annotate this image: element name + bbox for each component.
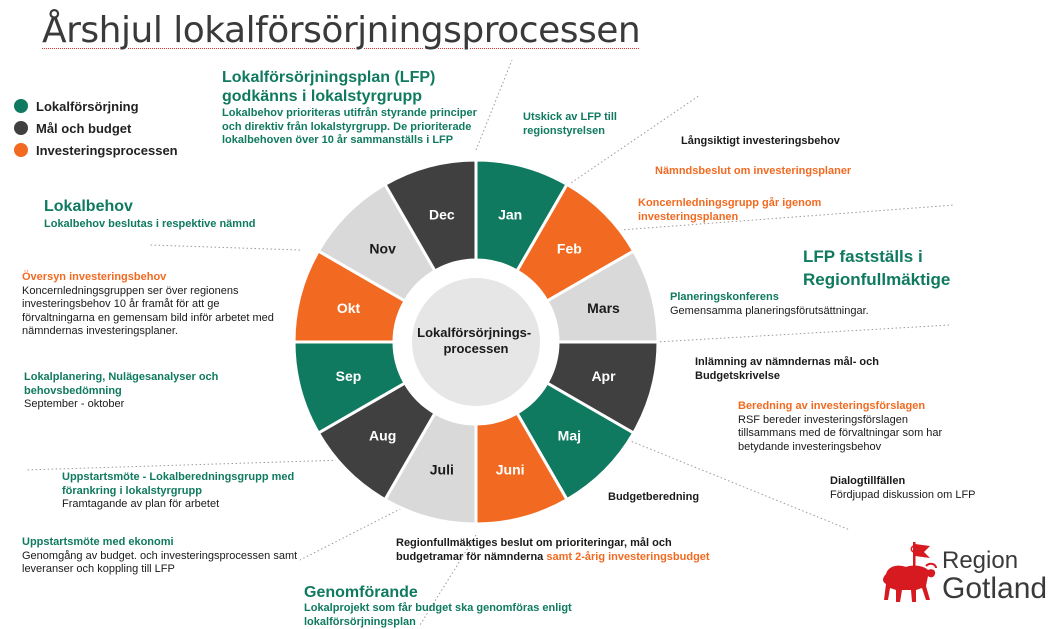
month-label-okt: Okt	[337, 300, 361, 316]
month-label-juli: Juli	[430, 462, 454, 478]
legend-item-mal-och-budget: Mål och budget	[14, 117, 178, 139]
lokalbehov-annotation: Lokalbehov Lokalbehov beslutas i respekt…	[44, 197, 304, 232]
beredning-annotation: Beredning av investeringsförslagen RSF b…	[738, 400, 953, 454]
uppstart-lokal-body: Framtagande av plan för arbetet	[62, 498, 220, 510]
month-label-apr: Apr	[591, 368, 616, 384]
month-label-aug: Aug	[369, 427, 396, 443]
center-label: Lokalförsörjnings- processen	[417, 325, 535, 356]
uppstart-ekonomi-body: Genomgång av budget. och investeringspro…	[22, 549, 298, 576]
beredning-body: RSF bereder investeringsförslagen tillsa…	[738, 413, 943, 453]
legend-label: Mål och budget	[36, 120, 132, 136]
month-label-sep: Sep	[336, 368, 362, 384]
month-label-juni: Juni	[496, 462, 525, 478]
genomforande-heading: Genomförande	[304, 584, 418, 601]
legend: Lokalförsörjning Mål och budget Invester…	[14, 95, 178, 161]
logo-line-2: Gotland	[942, 572, 1048, 605]
koncernledning-annotation: Koncernledningsgrupp går igenom invester…	[638, 197, 822, 223]
planeringskonferens-heading: Planeringskonferens	[670, 291, 779, 303]
legend-dot	[14, 143, 28, 157]
lokalplanering-body: September - oktober	[24, 398, 125, 410]
lokalbehov-body: Lokalbehov beslutas i respektive nämnd	[44, 218, 256, 230]
lfp-faststalls-annotation: LFP fastställs i Regionfullmäktige	[803, 247, 951, 289]
oversyn-body: Koncernledningsgruppen ser över regionen…	[22, 284, 274, 338]
month-label-feb: Feb	[557, 241, 582, 257]
legend-label: Lokalförsörjning	[36, 98, 139, 114]
legend-dot	[14, 99, 28, 113]
dialog-heading: Dialogtillfällen	[830, 475, 906, 487]
lfp-heading: Lokalförsörjningsplan (LFP) godkänns i l…	[222, 69, 436, 105]
region-gotland-logo-icon	[883, 542, 937, 602]
month-label-jan: Jan	[498, 206, 522, 222]
uppstart-lokal-annotation: Uppstartsmöte - Lokalberedningsgrupp med…	[62, 471, 312, 512]
jan-annotation: Utskick av LFP till regionstyrelsen	[523, 111, 617, 137]
langsiktigt-annotation: Långsiktigt investeringsbehov	[681, 135, 840, 147]
month-label-nov: Nov	[369, 241, 396, 257]
regionfullmaktige-text: Regionfullmäktiges beslut om prioriterin…	[396, 537, 672, 563]
investeringsbudget-text: samt 2-årig investeringsbudget	[543, 550, 710, 563]
dialog-annotation: Dialogtillfällen Fördjupad diskussion om…	[830, 475, 1030, 502]
planeringskonferens-annotation: Planeringskonferens Gemensamma planering…	[670, 291, 900, 318]
regionfullmaktige-annotation: Regionfullmäktiges beslut om prioriterin…	[396, 537, 731, 564]
month-label-dec: Dec	[429, 206, 455, 222]
month-label-maj: Maj	[558, 427, 581, 443]
logo-line-1: Region	[942, 547, 1019, 574]
legend-dot	[14, 121, 28, 135]
genomforande-annotation: Genomförande Lokalprojekt som får budget…	[304, 583, 609, 629]
page-title: Årshjul lokalförsörjningsprocessen	[42, 10, 641, 51]
logo-wordmark: Region Gotland	[942, 548, 1047, 604]
uppstart-lokal-heading: Uppstartsmöte - Lokalberedningsgrupp med…	[62, 471, 295, 497]
legend-item-lokalforsorjning: Lokalförsörjning	[14, 95, 178, 117]
planeringskonferens-body: Gemensamma planeringsförutsättningar.	[670, 304, 869, 317]
legend-label: Investeringsprocessen	[36, 142, 178, 158]
namndsbeslut-annotation: Nämndsbeslut om investeringsplaner	[655, 165, 852, 177]
inlamning-annotation: Inlämning av nämndernas mål- och Budgets…	[695, 356, 879, 382]
legend-item-investeringsprocessen: Investeringsprocessen	[14, 139, 178, 161]
uppstart-ekonomi-heading: Uppstartsmöte med ekonomi	[22, 536, 174, 548]
dialog-body: Fördjupad diskussion om LFP	[830, 488, 976, 501]
budgetberedning-annotation: Budgetberedning	[608, 491, 700, 503]
month-label-mars: Mars	[587, 300, 620, 316]
beredning-heading: Beredning av investeringsförslagen	[738, 400, 926, 412]
lokalbehov-heading: Lokalbehov	[44, 198, 133, 215]
oversyn-annotation: Översyn investeringsbehov Koncernledning…	[22, 271, 277, 339]
lokalplanering-annotation: Lokalplanering, Nulägesanalyser och beho…	[24, 371, 239, 412]
lfp-body: Lokalbehov prioriteras utifrån styrande …	[222, 107, 477, 146]
lfp-annotation: Lokalförsörjningsplan (LFP) godkänns i l…	[222, 68, 492, 148]
uppstart-ekonomi-annotation: Uppstartsmöte med ekonomi Genomgång av b…	[22, 536, 322, 577]
lokalplanering-heading: Lokalplanering, Nulägesanalyser och beho…	[24, 371, 219, 397]
month-segment-dec	[382, 158, 478, 274]
center-disc	[412, 278, 540, 406]
genomforande-body: Lokalprojekt som får budget ska genomför…	[304, 602, 572, 628]
oversyn-heading: Översyn investeringsbehov	[22, 271, 167, 283]
